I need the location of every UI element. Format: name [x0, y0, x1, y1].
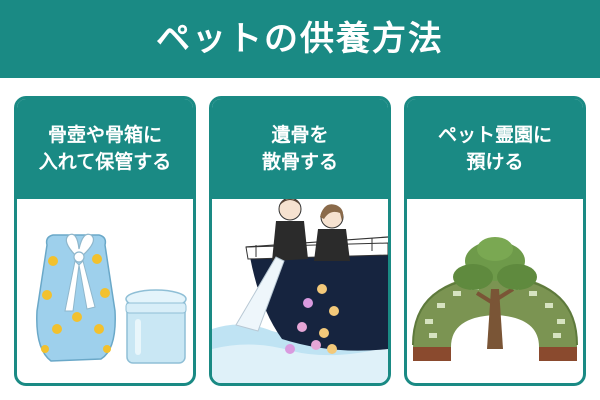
- method-card-header: 骨壺や骨箱に 入れて保管する: [17, 99, 193, 199]
- method-card-storage: 骨壺や骨箱に 入れて保管する: [14, 96, 196, 386]
- method-label-cemetery: ペット霊園に 預ける: [437, 124, 552, 173]
- urn-illustration: [17, 199, 193, 383]
- method-label-scattering: 遺骨を 散骨する: [261, 124, 338, 173]
- method-card-header: 遺骨を 散骨する: [212, 99, 388, 199]
- sea-scattering-illustration: [212, 199, 388, 383]
- pet-cemetery-illustration: [407, 199, 583, 383]
- method-card-cemetery: ペット霊園に 預ける: [404, 96, 586, 386]
- method-card-header: ペット霊園に 預ける: [407, 99, 583, 199]
- method-card-scattering: 遺骨を 散骨する: [209, 96, 391, 386]
- title-banner: ペットの供養方法: [0, 0, 600, 78]
- page-title: ペットの供養方法: [156, 19, 444, 59]
- method-label-storage: 骨壺や骨箱に 入れて保管する: [38, 124, 172, 173]
